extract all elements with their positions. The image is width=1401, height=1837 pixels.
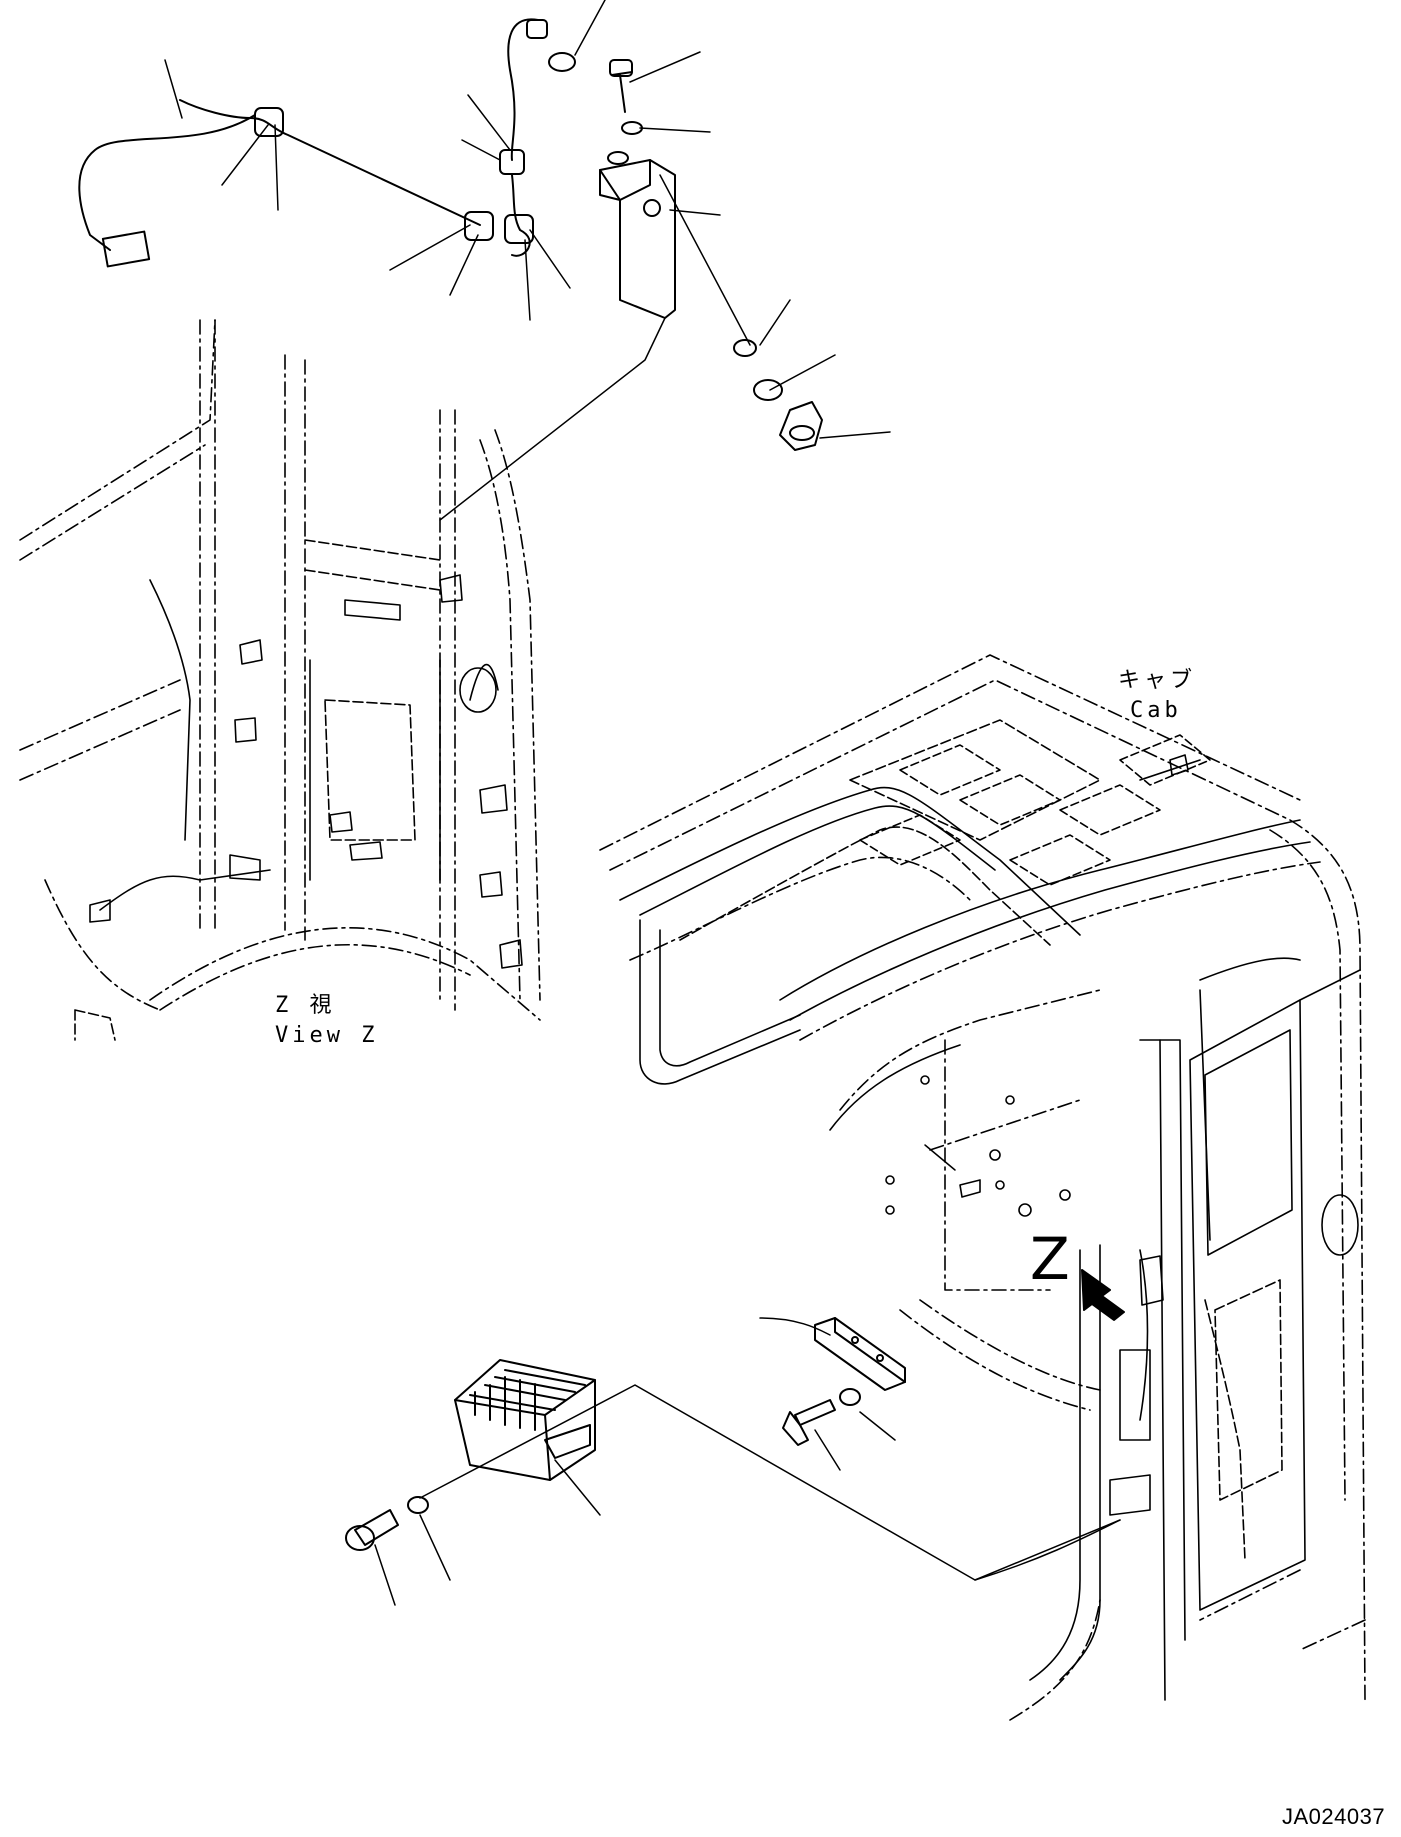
wire-harness — [79, 19, 547, 266]
grommet-icon — [500, 150, 524, 174]
cab-drawing — [600, 655, 1365, 1720]
washer-icon — [408, 1497, 428, 1513]
drawing-code: JA024037 — [1282, 1804, 1386, 1829]
assembly-leader-lines — [420, 1385, 1120, 1580]
washer-icon — [734, 340, 756, 356]
view-z-arrow-icon — [1082, 1270, 1124, 1320]
connector-end-icon — [527, 20, 547, 38]
cab-label-jp: キャブ — [1118, 668, 1197, 693]
view-z-drawing — [20, 320, 540, 1040]
connector-icon — [103, 232, 149, 267]
screw-icon — [610, 60, 632, 76]
cab-label-en: Cab — [1130, 698, 1182, 723]
lamp-switch-icon — [780, 402, 822, 450]
lamp-bracket — [549, 53, 822, 450]
nut-icon — [754, 380, 782, 400]
bolt-and-washer — [783, 1389, 895, 1470]
washer-icon — [622, 122, 642, 134]
bolt-head-icon — [346, 1526, 374, 1550]
view-z-label-en: View Z — [275, 1023, 379, 1048]
bottom-bolt-and-washer — [346, 1497, 450, 1605]
bolt-icon — [608, 152, 628, 164]
lamp-hole-icon — [1322, 1195, 1358, 1255]
relay-small-icon — [960, 1180, 980, 1197]
leader-lines — [165, 0, 890, 520]
grommet-icon — [255, 108, 283, 136]
view-z-label-jp: Z 視 — [275, 993, 336, 1018]
mounting-bracket — [760, 1318, 905, 1390]
heat-sink-resistor — [455, 1360, 600, 1515]
cab-window-frame — [630, 857, 1300, 1240]
view-z-arrow-letter: Z — [1030, 1225, 1070, 1293]
grommet-icon — [465, 212, 493, 240]
washer-icon — [840, 1389, 860, 1405]
nut-icon — [549, 53, 575, 71]
grommet-icon — [505, 215, 533, 243]
